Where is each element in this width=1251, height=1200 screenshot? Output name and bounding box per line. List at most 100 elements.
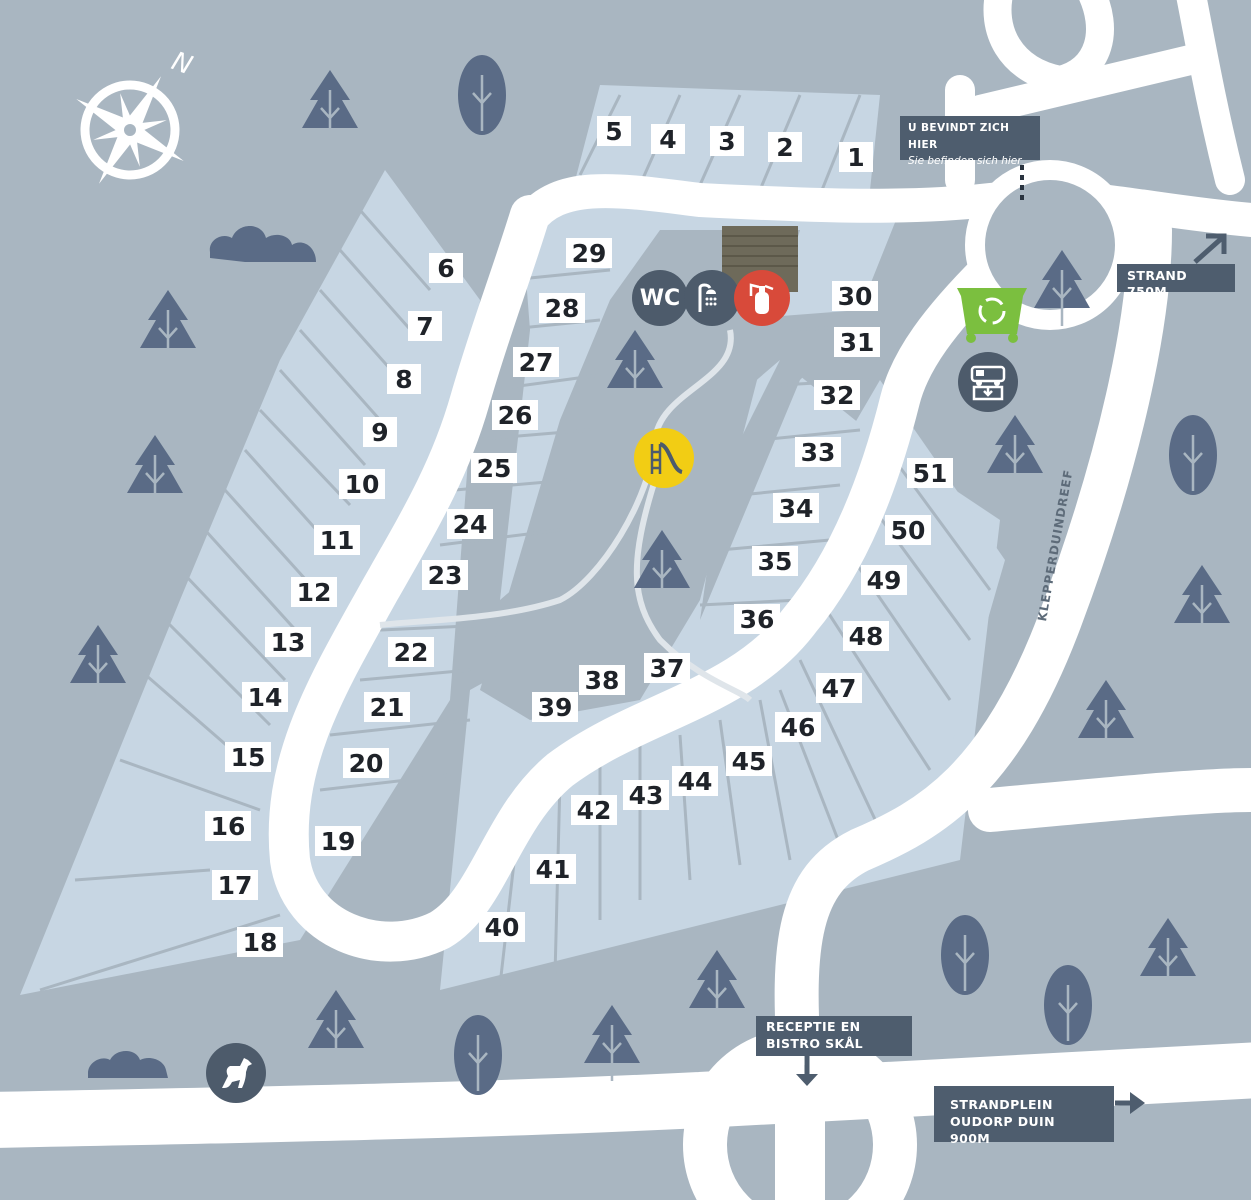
building-roof-lines [722,235,798,267]
pitch-number-label[interactable]: 3 [718,127,735,156]
pine-tree-icon [634,530,690,606]
pitch-plate [422,560,468,590]
pitch-number-label[interactable]: 50 [891,516,926,545]
pitch-number-label[interactable]: 40 [485,913,520,942]
pitch-plate [672,766,718,796]
clouds [88,226,316,1078]
pitch-number-label[interactable]: 42 [577,796,612,825]
pitch-number-label[interactable]: 8 [395,365,412,394]
pitch-number-label[interactable]: 26 [498,401,533,430]
west-plot-area [20,170,480,995]
playground-slide-icon [634,428,694,488]
pitch-number-label[interactable]: 35 [758,547,793,576]
pitch-number-label[interactable]: 16 [211,812,246,841]
pitch-number-label[interactable]: 51 [913,459,948,488]
inner-green-east [700,320,860,620]
pitch-number-label[interactable]: 5 [605,117,622,146]
pitch-number-label[interactable]: 24 [453,510,488,539]
wc-icon: WC [632,270,688,326]
pitch-number-label[interactable]: 43 [629,781,664,810]
pitch-number-label[interactable]: 45 [732,747,767,776]
pitch-number-label[interactable]: 44 [678,767,713,796]
pitch-plate [623,780,669,810]
pitch-plate [816,673,862,703]
pitch-plate [734,604,780,634]
reception-sign: RECEPTIE EN BISTRO SKÅL 100M [756,1016,912,1068]
pitch-number-label[interactable]: 20 [349,749,384,778]
pitch-number-label[interactable]: 6 [437,254,454,283]
pitch-number-label[interactable]: 2 [776,133,793,162]
pitch-number-label[interactable]: 30 [838,282,873,311]
pitch-number-label[interactable]: 39 [538,693,573,722]
pitch-plate [242,682,288,712]
pitch-number-label[interactable]: 36 [740,605,775,634]
pitch-number-label[interactable]: 47 [822,674,857,703]
pitch-plate [861,565,907,595]
pitch-number-label[interactable]: 12 [297,578,332,607]
pitch-number-label[interactable]: 1 [847,143,864,172]
pitch-number-label[interactable]: 15 [231,743,266,772]
pitch-number-label[interactable]: 19 [321,827,356,856]
pitch-plate [363,417,397,447]
pine-tree-icon [987,415,1043,491]
pitch-number-label[interactable]: 28 [545,294,580,323]
pitch-number-label[interactable]: 7 [416,312,433,341]
pine-tree-icon [1140,918,1196,994]
pitch-number-label[interactable]: 14 [248,683,283,712]
shower-glyph [698,283,717,312]
pitch-number-label[interactable]: 29 [572,239,607,268]
pitch-plate [834,327,880,357]
camping-loop-road [268,195,1010,962]
pitch-plate [429,253,463,283]
pitch-number-label[interactable]: 23 [428,561,463,590]
pitch-plate [775,712,821,742]
pitch-number-label[interactable]: 13 [271,628,306,657]
pine-tree-icon [689,950,745,1026]
pitch-number-label[interactable]: 17 [218,871,253,900]
pitch-number-label[interactable]: 21 [370,693,405,722]
pine-tree-icon [302,70,358,146]
pitch-number-label[interactable]: 32 [820,381,855,410]
footpath-west [379,329,734,628]
pitch-number-label[interactable]: 41 [536,855,571,884]
pitch-plate [205,811,251,841]
deciduous-tree-icon [1044,965,1092,1045]
pitch-number-label[interactable]: 22 [394,638,429,667]
pitch-number-label[interactable]: 38 [585,666,620,695]
pitch-number-label[interactable]: 27 [519,348,554,377]
pitch-plate [479,912,525,942]
you-are-here-label-de: Sie befinden sich hier [908,155,1022,167]
turnaround-loop [965,160,1135,330]
pitch-plate [237,927,283,957]
plot-dividers [39,94,992,992]
pine-tree-icon [1078,680,1134,756]
pitch-labels: 1234567891011121314151617181920212223242… [205,116,953,957]
pitch-number-label[interactable]: 33 [801,438,836,467]
pitch-plate [773,493,819,523]
pitch-number-label[interactable]: 9 [371,418,388,447]
slide-glyph [650,442,683,474]
pitch-number-label[interactable]: 37 [650,654,685,683]
pitch-number-label[interactable]: 46 [781,713,816,742]
pitch-plate [597,116,631,146]
pine-tree-icon [127,435,183,511]
pitch-number-label[interactable]: 48 [849,622,884,651]
pitch-number-label[interactable]: 11 [320,526,355,555]
pitch-plate [387,364,421,394]
pitch-plate [571,795,617,825]
pitch-plate [265,627,311,657]
pitch-number-label[interactable]: 34 [779,494,814,523]
arrow-north-east-icon [1193,236,1224,264]
pitch-number-label[interactable]: 10 [345,470,380,499]
pitch-plate [814,380,860,410]
pitch-plate [710,126,744,156]
pitch-number-label[interactable]: 49 [867,566,902,595]
camper-glyph [970,365,1006,401]
pitch-number-label[interactable]: 18 [243,928,278,957]
pitch-plate [447,509,493,539]
pitch-plate [832,281,878,311]
pitch-number-label[interactable]: 25 [477,454,512,483]
reception-label-line1: RECEPTIE EN [766,1019,861,1034]
pitch-number-label[interactable]: 31 [840,328,875,357]
pitch-number-label[interactable]: 4 [659,125,676,154]
